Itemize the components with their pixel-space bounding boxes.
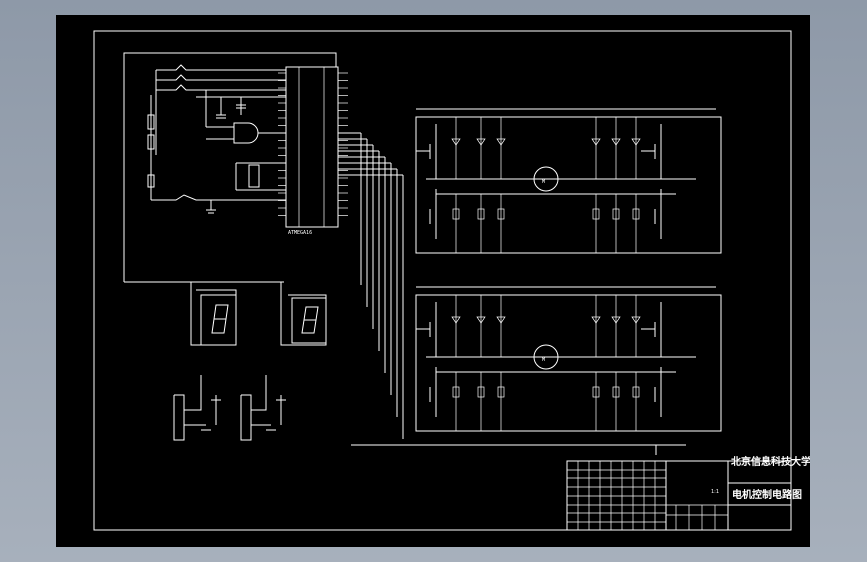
motor bbox=[533, 344, 559, 370]
cad-viewport[interactable]: ATMEGA16 bbox=[56, 15, 810, 547]
display-1 bbox=[200, 294, 237, 346]
h-bridge-lower: M bbox=[415, 286, 722, 432]
control-wiring bbox=[351, 116, 716, 455]
and-gate bbox=[233, 122, 259, 144]
school-name: 北京信息科技大学 bbox=[731, 455, 810, 468]
motor-label: M bbox=[542, 179, 545, 185]
drawing-title: 电机控制电路图 bbox=[732, 488, 802, 501]
mcu-label: ATMEGA16 bbox=[288, 230, 312, 236]
crystal bbox=[248, 164, 260, 188]
seven-segment-displays bbox=[190, 282, 327, 346]
scale-value: 1:1 bbox=[711, 489, 719, 495]
drawing-frame bbox=[93, 30, 792, 531]
mcu-chip bbox=[285, 66, 339, 228]
schematic-drawing: ATMEGA16 bbox=[93, 30, 810, 531]
title-block: 北京信息科技大学 电机控制电路图 1:1 bbox=[566, 455, 810, 531]
controller-section: ATMEGA16 bbox=[123, 52, 404, 439]
motor-label: M bbox=[542, 357, 545, 363]
motor bbox=[533, 166, 559, 192]
h-bridge-upper: M bbox=[415, 108, 722, 254]
power-regulators bbox=[173, 375, 286, 441]
display-2 bbox=[291, 297, 327, 344]
